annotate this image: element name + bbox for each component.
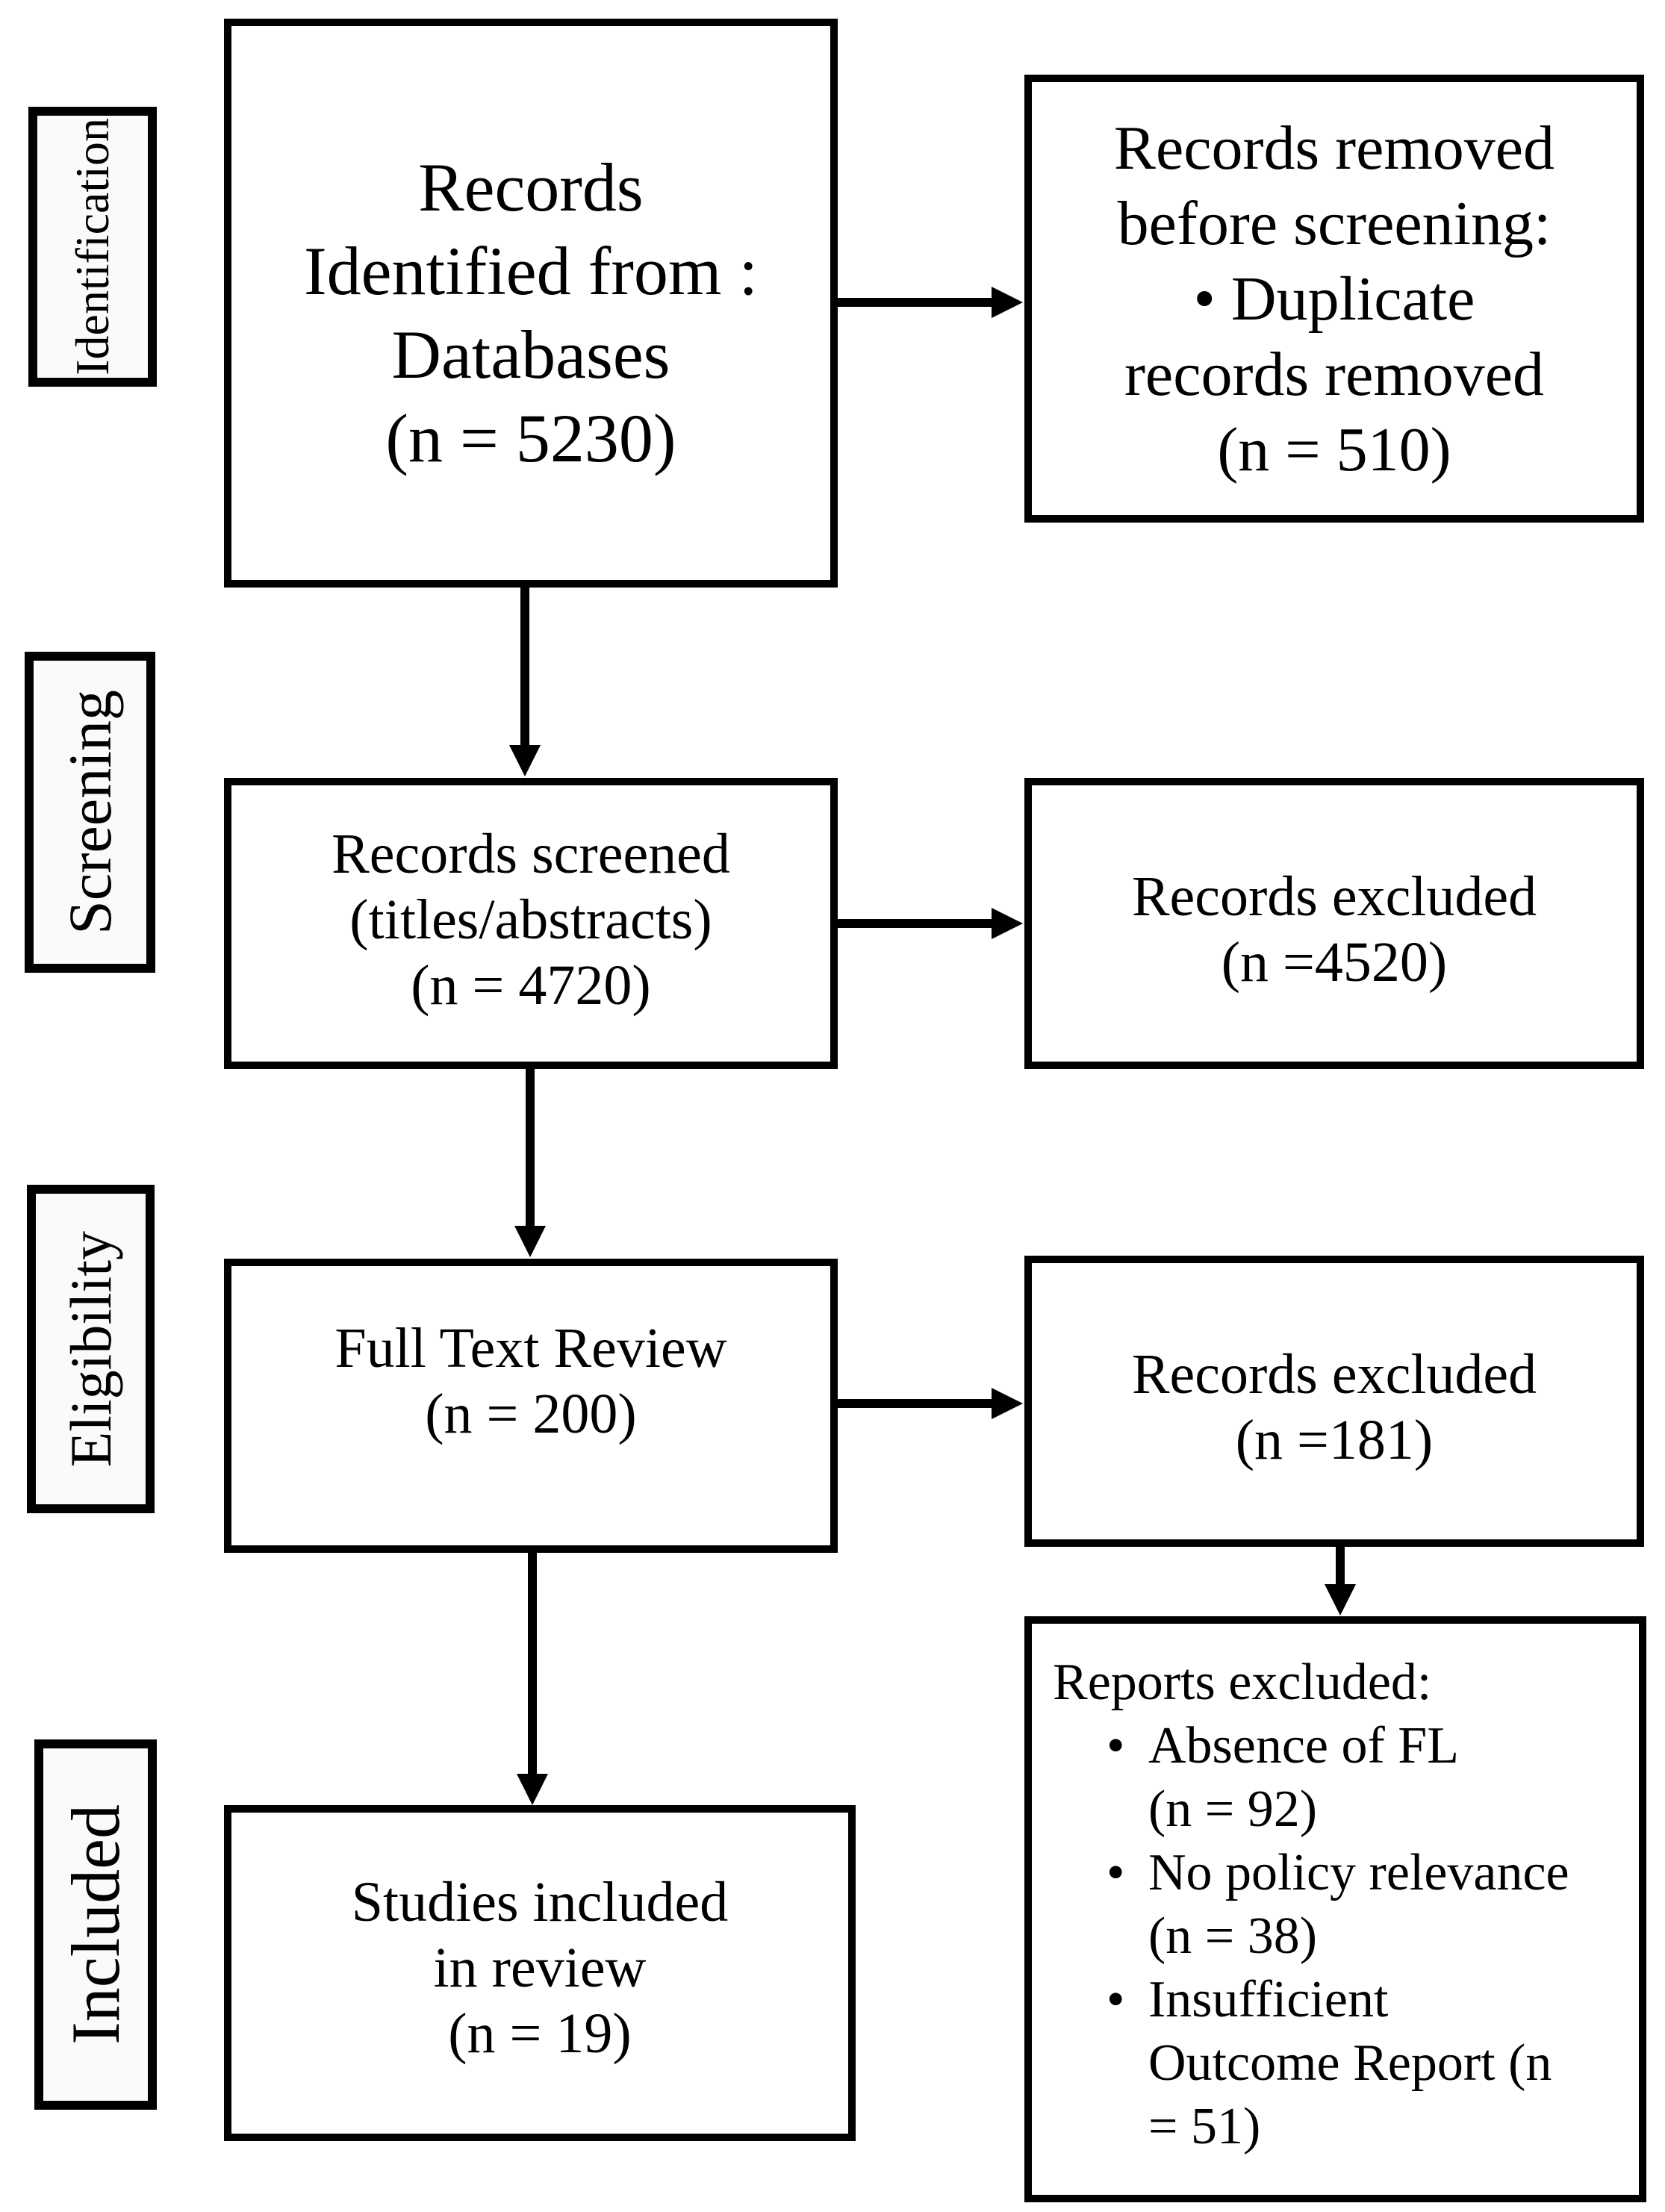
arrow-head bbox=[992, 1388, 1023, 1419]
arrow-head bbox=[992, 287, 1023, 318]
arrow-head bbox=[517, 1774, 548, 1805]
stage-identification-label: Identification bbox=[66, 118, 119, 376]
box-records-screened-text: Records screened (titles/abstracts) (n =… bbox=[332, 823, 730, 1017]
stage-eligibility-label: Eligibility bbox=[57, 1230, 123, 1468]
arrow-head bbox=[992, 908, 1023, 939]
arrow-line bbox=[838, 298, 995, 307]
stage-included: Included bbox=[34, 1739, 157, 2110]
reports-excluded-list: Absence of FL (n = 92) No policy relevan… bbox=[1053, 1714, 1618, 2158]
arrow-head bbox=[514, 1226, 546, 1257]
box-records-excluded-fulltext-text: Records excluded (n =181) bbox=[1131, 1343, 1537, 1471]
arrow-line bbox=[838, 1399, 995, 1408]
reports-excluded-item: Absence of FL (n = 92) bbox=[1053, 1714, 1618, 1841]
reports-excluded-item: Insufficient Outcome Report (n = 51) bbox=[1053, 1968, 1618, 2158]
arrow-line bbox=[528, 1553, 537, 1775]
box-records-excluded-screening-text: Records excluded (n =4520) bbox=[1131, 865, 1537, 994]
box-reports-excluded: Reports excluded: Absence of FL (n = 92)… bbox=[1024, 1616, 1646, 2202]
stage-identification: Identification bbox=[28, 107, 157, 387]
stage-eligibility: Eligibility bbox=[27, 1185, 155, 1513]
box-records-identified: Records Identified from : Databases (n =… bbox=[224, 19, 838, 588]
arrow-line bbox=[526, 1069, 535, 1227]
stage-screening-label: Screening bbox=[55, 690, 124, 935]
reports-excluded-item: No policy relevance (n = 38) bbox=[1053, 1841, 1618, 1968]
arrow-head bbox=[1325, 1584, 1356, 1616]
arrow-line bbox=[838, 919, 995, 928]
box-records-screened: Records screened (titles/abstracts) (n =… bbox=[224, 778, 838, 1069]
box-records-identified-text: Records Identified from : Databases (n =… bbox=[303, 149, 759, 476]
box-records-excluded-fulltext: Records excluded (n =181) bbox=[1024, 1256, 1644, 1547]
stage-included-label: Included bbox=[57, 1804, 134, 2045]
box-full-text-review: Full Text Review (n = 200) bbox=[224, 1259, 838, 1553]
stage-screening: Screening bbox=[25, 652, 155, 973]
arrow-head bbox=[509, 745, 541, 776]
box-reports-excluded-heading: Reports excluded: bbox=[1053, 1654, 1432, 1711]
arrow-line bbox=[520, 588, 529, 747]
box-records-excluded-screening: Records excluded (n =4520) bbox=[1024, 778, 1644, 1069]
box-full-text-review-text: Full Text Review (n = 200) bbox=[334, 1317, 727, 1445]
arrow-line bbox=[1336, 1547, 1345, 1586]
box-records-removed-before-screening: Records removed before screening: • Dupl… bbox=[1024, 75, 1644, 523]
box-studies-included-text: Studies included in review (n = 19) bbox=[351, 1871, 729, 2065]
box-records-removed-before-screening-text: Records removed before screening: • Dupl… bbox=[1113, 113, 1555, 485]
box-studies-included: Studies included in review (n = 19) bbox=[224, 1805, 856, 2141]
